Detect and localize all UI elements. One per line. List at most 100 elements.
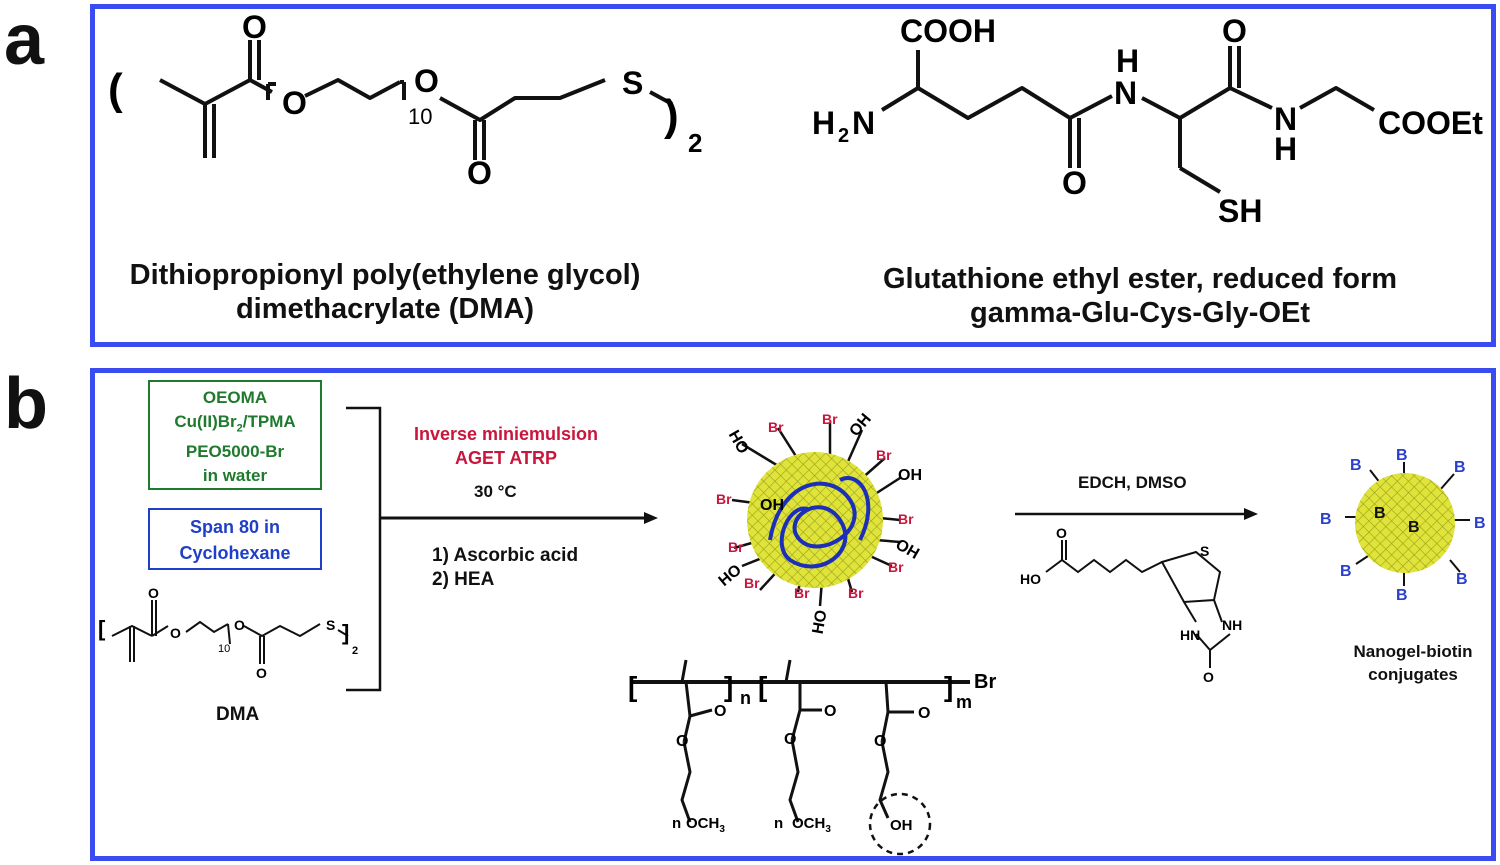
glutathione-structure <box>880 46 1376 194</box>
glu-h2n-n: N <box>852 105 875 141</box>
dma-label: DMA <box>216 704 260 725</box>
catalyst-tpma: /TPMA <box>242 412 296 431</box>
br-label-3: Br <box>876 447 892 463</box>
dma-caption-line1: Dithiopropionyl poly(ethylene glycol) <box>129 259 641 291</box>
biotin-structure <box>1045 540 1231 668</box>
product-label-line1: Nanogel-biotin <box>1353 642 1473 661</box>
glu-sh: SH <box>1218 193 1262 229</box>
dma-paren-open: ( <box>108 65 123 114</box>
biotin-o-1: O <box>1056 525 1067 541</box>
panel-a-frame <box>90 4 1496 347</box>
dma-structure <box>159 40 673 160</box>
polymer-och3-2: OCH3 <box>792 815 831 835</box>
glutathione-caption-line1: Glutathione ethyl ester, reduced form <box>882 263 1398 295</box>
biotin-b-8: B <box>1340 563 1352 580</box>
biotin-ho: HO <box>1020 571 1041 587</box>
glu-amide-n-2: N <box>1274 101 1297 137</box>
glu-amide-o-2: O <box>1222 13 1247 49</box>
polymer-n: n <box>740 688 751 708</box>
reaction-arrow-1-head <box>644 512 658 524</box>
polymer-o-5: O <box>918 705 930 722</box>
step2-reagents: EDCH, DMSO <box>1078 473 1187 492</box>
br-label-7: Br <box>794 585 810 601</box>
reaction-arrow-2-head <box>1244 508 1258 520</box>
dma-small-bracket-r: ] <box>342 620 349 645</box>
glu-amide-h-2: H <box>1274 131 1297 167</box>
product-label-line2: conjugates <box>1368 665 1458 684</box>
biotin-b-7: B <box>1474 515 1486 532</box>
glu-cooh: COOH <box>900 13 996 49</box>
oh-label-4: OH <box>760 497 784 514</box>
glutathione-caption-line2: gamma-Glu-Cys-Gly-OEt <box>970 297 1310 329</box>
biotin-b-6: B <box>1408 519 1420 536</box>
product-label: Nanogel-biotin conjugates <box>1330 640 1496 686</box>
dma-small-o4: O <box>256 665 267 681</box>
dma-small-o2: O <box>170 625 181 641</box>
dma-carbonyl-o-1: O <box>242 9 267 45</box>
step1-reagent-1: 1) Ascorbic acid <box>432 545 579 566</box>
dma-paren-close: ) <box>664 91 679 140</box>
polymer-och3-1: OCH3 <box>686 815 725 835</box>
reactant-bracket <box>346 406 382 692</box>
panel-a-letter: a <box>4 0 45 80</box>
polymer-o-4: O <box>784 731 796 748</box>
polymer-n-2: n <box>672 815 681 832</box>
polymer-bracket-2r: ] <box>944 671 953 702</box>
br-label-5: Br <box>888 559 904 575</box>
biotin-s: S <box>1200 543 1209 559</box>
aqueous-line-solvent: in water <box>202 466 268 486</box>
br-label-9: Br <box>728 539 744 555</box>
dma-small-n: 10 <box>218 643 230 655</box>
biotin-b-5: B <box>1374 505 1386 522</box>
dma-caption-line2: dimethacrylate (DMA) <box>235 293 535 325</box>
ho-label-3: HO <box>810 609 831 636</box>
oil-line-1: Span 80 in <box>189 517 281 537</box>
biotin-nh: NH <box>1222 617 1242 633</box>
glu-amide-h-1: H <box>1116 43 1139 79</box>
glu-h2n-h: H <box>812 105 835 141</box>
glutathione-caption: Glutathione ethyl ester, reduced form ga… <box>850 262 1430 330</box>
dma-repeat-n: 10 <box>408 104 432 129</box>
glu-amide-o-1: O <box>1062 165 1087 201</box>
br-label-6: Br <box>848 585 864 601</box>
step1-conditions: Inverse miniemulsion AGET ATRP <box>398 422 614 470</box>
polymer-o-6: O <box>874 733 886 750</box>
hydroxyl-highlight-circle <box>868 792 932 856</box>
polymer-structure <box>630 659 970 823</box>
biotin-hn: HN <box>1180 627 1200 643</box>
dma-ether-o-1: O <box>282 85 307 121</box>
aqueous-line-catalyst: Cu(II)Br2/TPMA <box>150 410 320 440</box>
step1-reagent-2: 2) HEA <box>432 569 495 590</box>
dma-sulfur: S <box>622 65 643 101</box>
polymer-m: m <box>956 692 972 712</box>
step1-line1: Inverse miniemulsion <box>413 424 599 444</box>
dma-caption: Dithiopropionyl poly(ethylene glycol) di… <box>95 258 675 326</box>
catalyst-cu: Cu(II)Br <box>174 412 237 431</box>
br-label-8: Br <box>744 575 760 591</box>
biotin-b-1: B <box>1350 457 1362 474</box>
dma-small-structure <box>111 600 349 664</box>
dma-ether-o-2: O <box>414 63 439 99</box>
polymer-n-3: n <box>774 815 783 832</box>
polymer-br: Br <box>974 671 996 693</box>
glu-amide-n-1: N <box>1114 75 1137 111</box>
nanogel-biotin-conjugate: B B B B B B B B B B <box>1320 447 1486 604</box>
glu-h2n-sub: 2 <box>838 125 849 147</box>
biotin-o-2: O <box>1203 669 1214 685</box>
polymer-bracket-1r: ] <box>724 671 733 702</box>
aqueous-line-initiator: PEO5000-Br <box>185 442 285 462</box>
biotin-b-3: B <box>1454 459 1466 476</box>
panel-b-letter: b <box>4 364 48 444</box>
dma-small-o3: O <box>234 617 245 633</box>
dma-subscript-2: 2 <box>688 128 702 158</box>
biotin-b-10: B <box>1456 571 1468 588</box>
dma-small-s: S <box>326 617 335 633</box>
dma-carbonyl-o-2: O <box>467 155 492 191</box>
oil-line-2: Cyclohexane <box>179 543 291 563</box>
dma-small-2: 2 <box>352 645 358 657</box>
polymer-bracket-1l: [ <box>628 671 637 702</box>
nanogel-particle: Br Br Br Br Br Br Br Br Br Br OH OH OH O… <box>716 411 922 636</box>
ho-label-2: HO <box>716 562 745 590</box>
br-label-2: Br <box>822 411 838 427</box>
